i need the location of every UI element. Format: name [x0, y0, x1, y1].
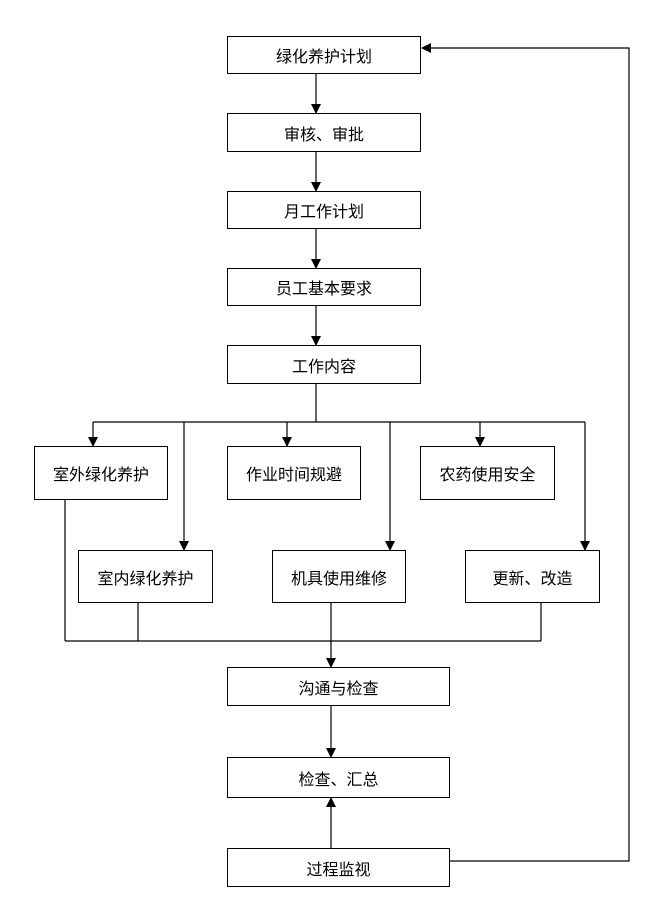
node-indoor-care: 室内绿化养护 — [78, 550, 213, 603]
node-work-content: 工作内容 — [227, 345, 421, 384]
node-machine-maintenance: 机具使用维修 — [272, 550, 406, 603]
node-renewal-label: 更新、改造 — [492, 568, 573, 588]
node-pesticide-safety: 农药使用安全 — [420, 446, 555, 500]
node-outdoor-care: 室外绿化养护 — [34, 446, 168, 500]
node-review: 审核、审批 — [227, 113, 421, 152]
node-monthly-plan-label: 月工作计划 — [283, 202, 364, 221]
node-outdoor-care-label: 室外绿化养护 — [52, 465, 149, 484]
node-renewal: 更新、改造 — [465, 550, 600, 603]
node-inspection-summary-label: 检查、汇总 — [298, 769, 379, 789]
node-work-time: 作业时间规避 — [227, 446, 361, 500]
node-indoor-care-label: 室内绿化养护 — [97, 568, 194, 588]
node-monthly-plan: 月工作计划 — [227, 191, 421, 229]
node-work-time-label: 作业时间规避 — [245, 465, 342, 484]
node-machine-maintenance-label: 机具使用维修 — [290, 568, 387, 588]
node-communication-label: 沟通与检查 — [298, 678, 379, 698]
node-work-content-label: 工作内容 — [291, 356, 356, 376]
node-process-monitoring-label: 过程监视 — [306, 859, 371, 879]
node-staff-requirements: 员工基本要求 — [227, 268, 421, 306]
node-process-monitoring: 过程监视 — [227, 848, 450, 887]
node-pesticide-safety-label: 农药使用安全 — [439, 465, 536, 484]
node-staff-requirements-label: 员工基本要求 — [275, 279, 372, 298]
node-review-label: 审核、审批 — [283, 124, 364, 144]
node-inspection-summary: 检查、汇总 — [227, 757, 450, 798]
arrow-feedback-loop — [421, 43, 630, 862]
node-communication: 沟通与检查 — [227, 667, 450, 706]
node-plan: 绿化养护计划 — [227, 36, 421, 74]
node-plan-label: 绿化养护计划 — [275, 47, 372, 66]
